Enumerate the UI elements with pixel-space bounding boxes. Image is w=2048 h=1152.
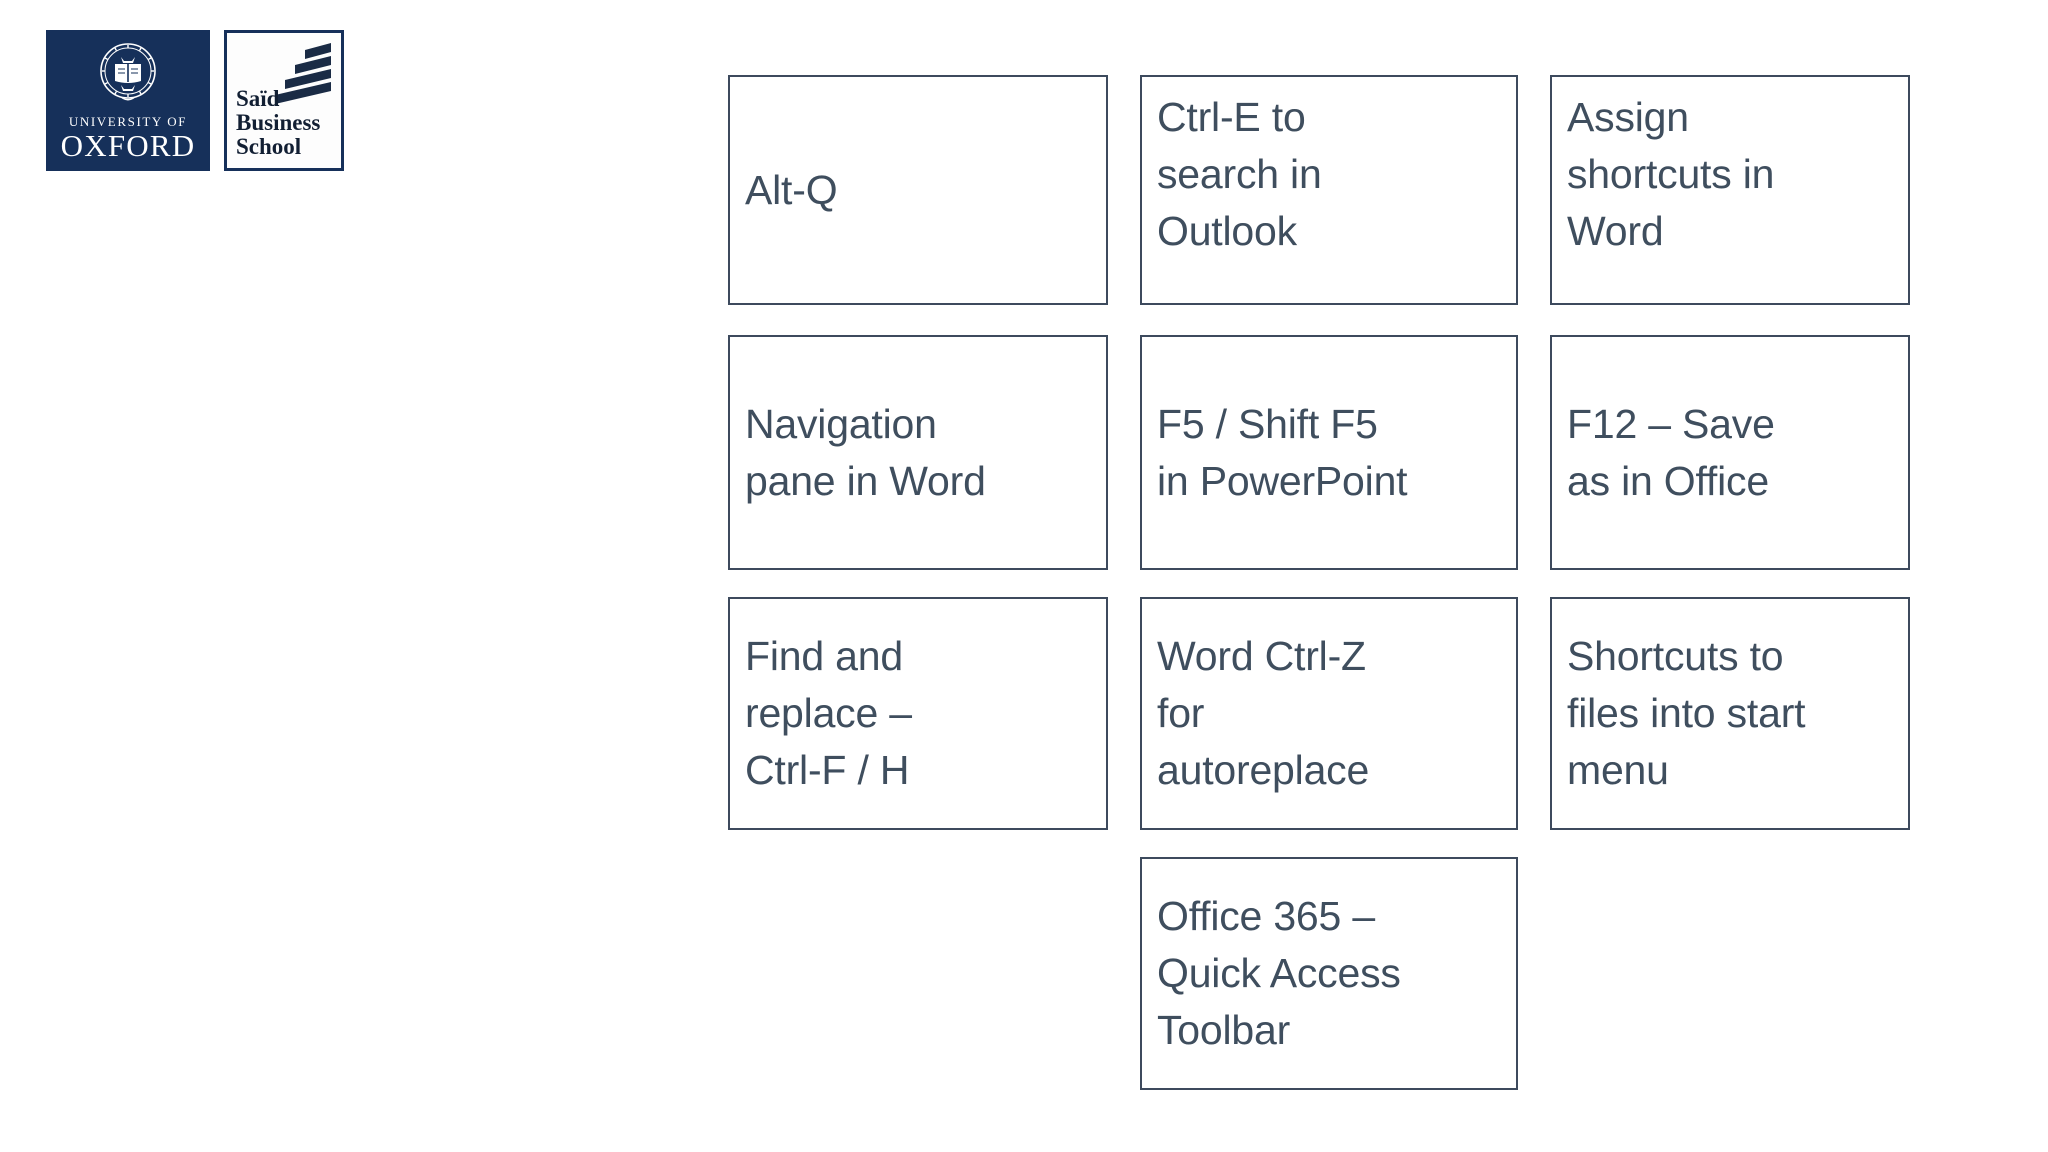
- oxford-wordmark: UNIVERSITY OF OXFORD: [46, 114, 210, 163]
- said-business-school-logo: Saïd Business School: [224, 30, 344, 171]
- oxford-crest-icon: [100, 43, 156, 101]
- sbs-wordmark-line-1: Saïd: [236, 86, 280, 111]
- shortcut-card-label: Find and replace – Ctrl-F / H: [745, 633, 912, 793]
- shortcut-card-assign-shortcuts-word[interactable]: Assign shortcuts in Word: [1550, 75, 1910, 305]
- shortcut-card-ctrl-e-outlook[interactable]: Ctrl-E to search in Outlook: [1140, 75, 1518, 305]
- sbs-wordmark-line-3: School: [236, 134, 302, 159]
- university-of-oxford-logo: UNIVERSITY OF OXFORD: [46, 30, 210, 171]
- sbs-wordmark-line-2: Business: [236, 110, 321, 135]
- shortcut-card-label: Assign shortcuts in Word: [1567, 94, 1775, 254]
- said-business-school-wordmark: Saïd Business School: [236, 87, 320, 159]
- shortcut-card-f5-shift-f5-powerpoint[interactable]: F5 / Shift F5 in PowerPoint: [1140, 335, 1518, 570]
- shortcut-card-label: F5 / Shift F5 in PowerPoint: [1157, 400, 1408, 504]
- shortcut-card-shortcuts-start-menu[interactable]: Shortcuts to files into start menu: [1550, 597, 1910, 830]
- shortcut-card-label: Ctrl-E to search in Outlook: [1157, 94, 1322, 254]
- shortcut-card-label: Office 365 – Quick Access Toolbar: [1157, 893, 1401, 1053]
- shortcut-card-alt-q[interactable]: Alt-Q: [728, 75, 1108, 305]
- shortcut-card-find-and-replace[interactable]: Find and replace – Ctrl-F / H: [728, 597, 1108, 830]
- shortcut-card-f12-save-as-office[interactable]: F12 – Save as in Office: [1550, 335, 1910, 570]
- shortcut-card-label: F12 – Save as in Office: [1567, 400, 1775, 504]
- shortcut-card-navigation-pane-word[interactable]: Navigation pane in Word: [728, 335, 1108, 570]
- oxford-wordmark-line-2: OXFORD: [60, 128, 196, 163]
- said-business-school-bars-icon: [275, 43, 331, 104]
- shortcut-card-label: Navigation pane in Word: [745, 400, 986, 504]
- shortcut-card-label: Word Ctrl-Z for autoreplace: [1157, 633, 1370, 793]
- shortcut-card-word-ctrl-z[interactable]: Word Ctrl-Z for autoreplace: [1140, 597, 1518, 830]
- shortcut-card-office-365-qat[interactable]: Office 365 – Quick Access Toolbar: [1140, 857, 1518, 1090]
- shortcut-card-label: Alt-Q: [745, 166, 838, 213]
- logo-lockup: UNIVERSITY OF OXFORD Saïd Business Schoo…: [46, 30, 344, 171]
- shortcut-card-grid: Alt-Q Ctrl-E to search in Outlook Assign s…: [728, 75, 1910, 1090]
- shortcut-card-label: Shortcuts to files into start menu: [1567, 633, 1806, 793]
- oxford-wordmark-line-1: UNIVERSITY OF: [68, 114, 188, 129]
